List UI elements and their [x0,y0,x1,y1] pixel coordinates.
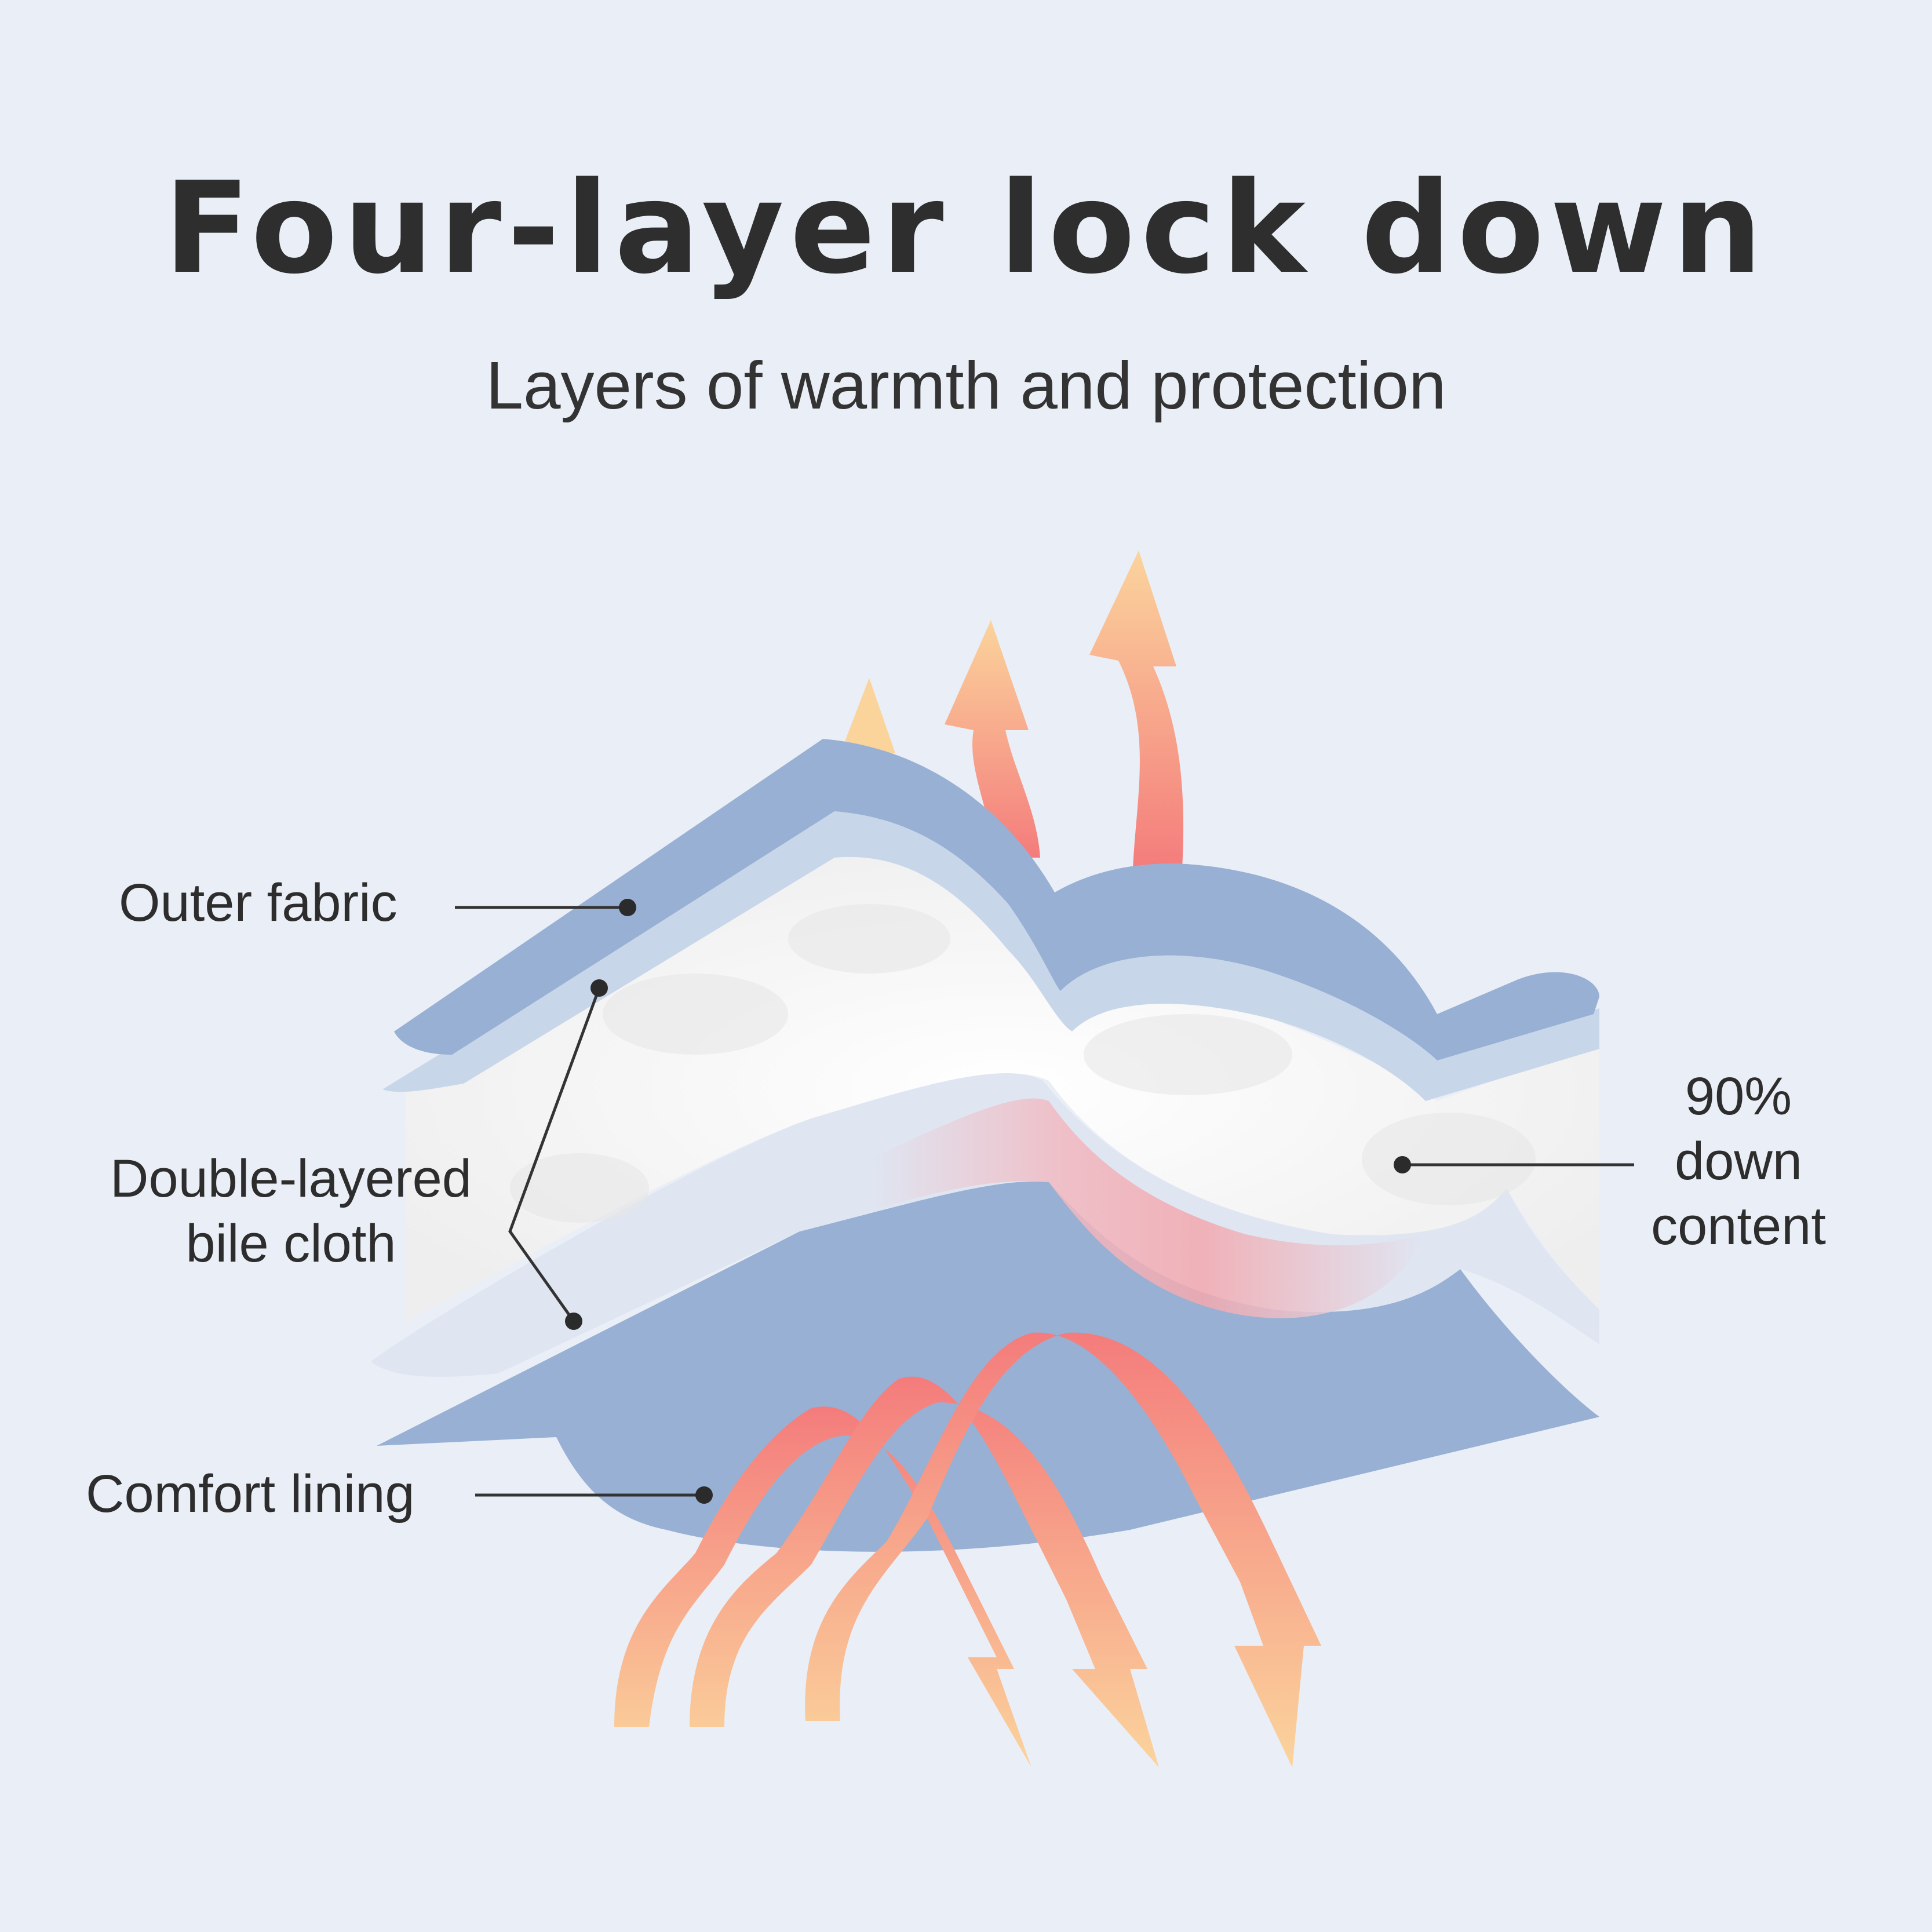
leader-lines [455,906,1634,1497]
label-bile-cloth: Double-layered bile cloth [100,1146,482,1276]
label-bile-cloth-line2: bile cloth [185,1214,396,1273]
dot-bile-lower [565,1313,582,1330]
down-filling-layer [406,855,1599,1321]
outer-fabric-layer [394,739,1599,1060]
label-down-line3: content [1651,1197,1826,1256]
warm-band [869,1098,1426,1318]
dot-outer-fabric [619,899,636,916]
heat-arrow-down-1 [614,1406,1031,1767]
leader-dots [565,899,1411,1504]
down-texture [510,904,1536,1223]
label-outer-fabric: Outer fabric [119,870,398,935]
label-comfort-lining: Comfort lining [86,1461,415,1526]
label-outer-fabric-text: Outer fabric [119,873,398,932]
heat-arrow-down-2 [690,1376,1159,1767]
label-down-line2: down [1675,1132,1802,1191]
heat-arrows-descending [614,1332,1321,1767]
dot-comfort-lining [695,1486,713,1504]
label-comfort-lining-text: Comfort lining [86,1464,415,1523]
bile-cloth-upper-layer [382,811,1599,1101]
heat-arrows-rising [840,551,1184,869]
dot-bile-upper [590,979,608,997]
label-down-line1: 90% [1685,1067,1792,1126]
label-bile-cloth-line1: Double-layered [110,1149,472,1208]
page-subtitle: Layers of warmth and protection [486,348,1446,423]
heat-arrow-rise-2 [945,620,1040,858]
page-title: Four-layer lock down [163,155,1769,302]
label-down-content: 90% down content [1643,1064,1834,1259]
heat-arrow-rise-3 [1089,551,1184,869]
heat-arrow-down-3 [805,1332,1321,1767]
leader-bile-cloth [508,987,601,1322]
dot-down [1394,1156,1411,1173]
heat-arrow-rise-1 [840,678,895,753]
